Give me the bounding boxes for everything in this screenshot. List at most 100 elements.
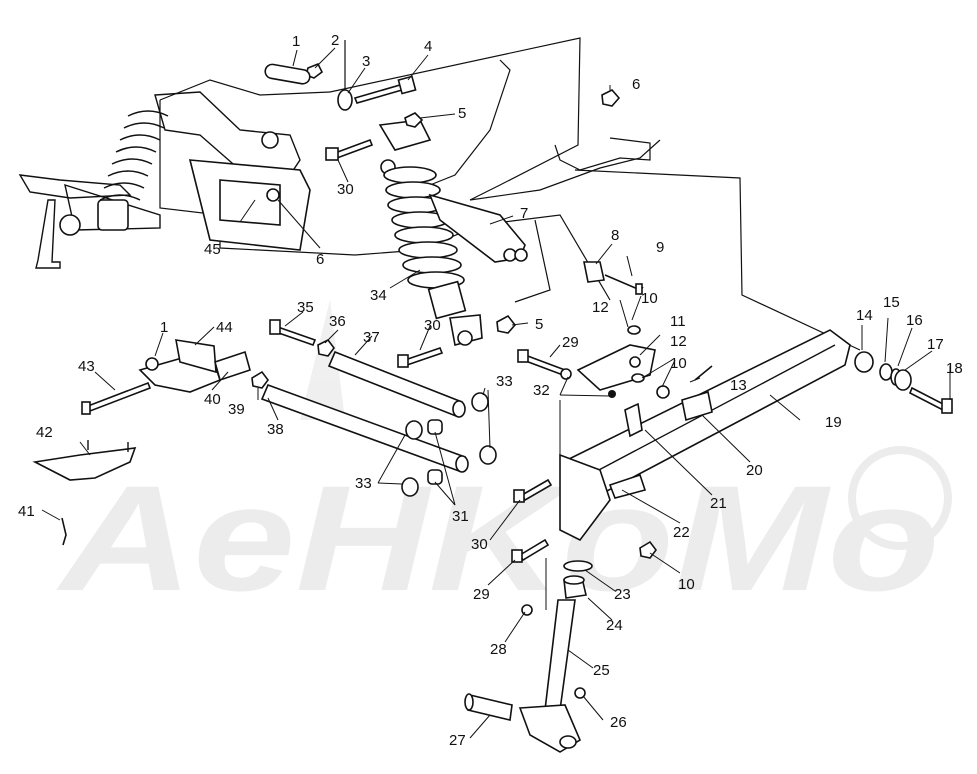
callout-35: 35 [297, 299, 314, 316]
part-30-bolt-lower [513, 478, 553, 503]
callout-23: 23 [614, 586, 631, 603]
part-42-skid [32, 440, 137, 481]
part-45-bracket [188, 131, 311, 251]
part-18-bolt [908, 386, 953, 414]
part-22-bracket [608, 473, 647, 499]
callout-7: 7 [520, 205, 528, 222]
callout-6-left: 6 [316, 251, 324, 268]
callout-10-b: 10 [670, 355, 687, 372]
callout-43: 43 [78, 358, 95, 375]
callout-labels: 1 2 3 4 5 6 6 30 45 7 8 9 10 34 35 36 37… [18, 32, 963, 749]
part-27-pin [464, 693, 513, 721]
watermark: AeHKoMo [55, 300, 952, 622]
part-23-oring [563, 560, 593, 572]
part-36-nut [317, 338, 335, 357]
part-44-bolt [214, 350, 251, 382]
part-31-sleeves [427, 419, 443, 485]
part-29-bolt-lower [511, 538, 550, 563]
callout-4: 4 [424, 38, 432, 55]
callout-42: 42 [36, 424, 53, 441]
callout-10-c: 10 [678, 576, 695, 593]
watermark-text: AeHKoMo [55, 454, 940, 622]
callout-3: 3 [362, 53, 370, 70]
callout-39: 39 [228, 401, 245, 418]
part-3-washer [337, 89, 353, 111]
part-30-bolt-top [325, 138, 374, 161]
callout-41: 41 [18, 503, 35, 520]
part-40-bracket [138, 339, 221, 393]
callout-17: 17 [927, 336, 944, 353]
callout-29-upper: 29 [562, 334, 579, 351]
callout-16: 16 [906, 312, 923, 329]
callout-9: 9 [656, 239, 664, 256]
callout-36: 36 [329, 313, 346, 330]
part-37-tube [327, 350, 466, 418]
callout-14: 14 [856, 307, 873, 324]
callout-1-left: 1 [160, 319, 168, 336]
callout-19: 19 [825, 414, 842, 431]
callout-5-top: 5 [458, 105, 466, 122]
callout-38: 38 [267, 421, 284, 438]
callout-29-lower: 29 [473, 586, 490, 603]
part-7-arm [428, 193, 528, 263]
callout-44: 44 [216, 319, 233, 336]
part-15-washer [879, 363, 893, 381]
callout-34: 34 [370, 287, 387, 304]
callout-18: 18 [946, 360, 963, 377]
part-19-trailing-arm [559, 329, 851, 542]
callout-22: 22 [673, 524, 690, 541]
callout-21: 21 [710, 495, 727, 512]
callout-26: 26 [610, 714, 627, 731]
callout-13: 13 [730, 377, 747, 394]
callout-31: 31 [452, 508, 469, 525]
callout-45: 45 [204, 241, 221, 258]
part-5-nut [404, 112, 424, 128]
callout-8: 8 [611, 227, 619, 244]
part-24-bushing [563, 575, 587, 599]
callout-40: 40 [204, 391, 221, 408]
part-30-bolt-mid [397, 346, 444, 368]
callout-30-lower: 30 [471, 536, 488, 553]
callout-30-top: 30 [337, 181, 354, 198]
callout-27: 27 [449, 732, 466, 749]
part-6-nut [601, 89, 621, 107]
callout-33-right: 33 [496, 373, 513, 390]
callout-30-mid: 30 [424, 317, 441, 334]
part-13-bolt [694, 365, 713, 381]
callout-1-top: 1 [292, 33, 300, 50]
callout-37: 37 [363, 329, 380, 346]
callout-12-b: 12 [670, 333, 687, 350]
callout-20: 20 [746, 462, 763, 479]
part-35-bolt [269, 319, 317, 347]
left-shock-assembly [18, 91, 301, 269]
part-17-bushing [894, 369, 912, 391]
part-14-spacer [854, 351, 874, 373]
callout-12-a: 12 [592, 299, 609, 316]
part-43-bolt [81, 381, 152, 415]
part-12-washers [560, 325, 645, 383]
callout-11: 11 [670, 313, 686, 330]
part-25-spindle [518, 599, 582, 753]
callout-32: 32 [533, 382, 550, 399]
callout-10-a: 10 [641, 290, 658, 307]
part-38-tube [260, 383, 469, 473]
callout-15: 15 [883, 294, 900, 311]
part-41-bolt [61, 517, 67, 546]
part-21-bracket [624, 402, 643, 438]
part-26-fitting [574, 687, 586, 699]
callout-24: 24 [606, 617, 623, 634]
part-5-nut-mid [496, 314, 517, 334]
callout-25: 25 [593, 662, 610, 679]
callout-2: 2 [331, 32, 339, 49]
leader-lines [41, 47, 951, 739]
part-9-bolt [604, 274, 644, 295]
part-8-bushing [583, 261, 605, 283]
part-29-bolt-upper [517, 349, 567, 377]
callout-6-top: 6 [632, 76, 640, 93]
part-1-strap [264, 63, 311, 85]
part-20-block [681, 390, 713, 422]
callout-5-mid: 5 [535, 316, 543, 333]
callout-28: 28 [490, 641, 507, 658]
part-39-nut [251, 370, 269, 389]
